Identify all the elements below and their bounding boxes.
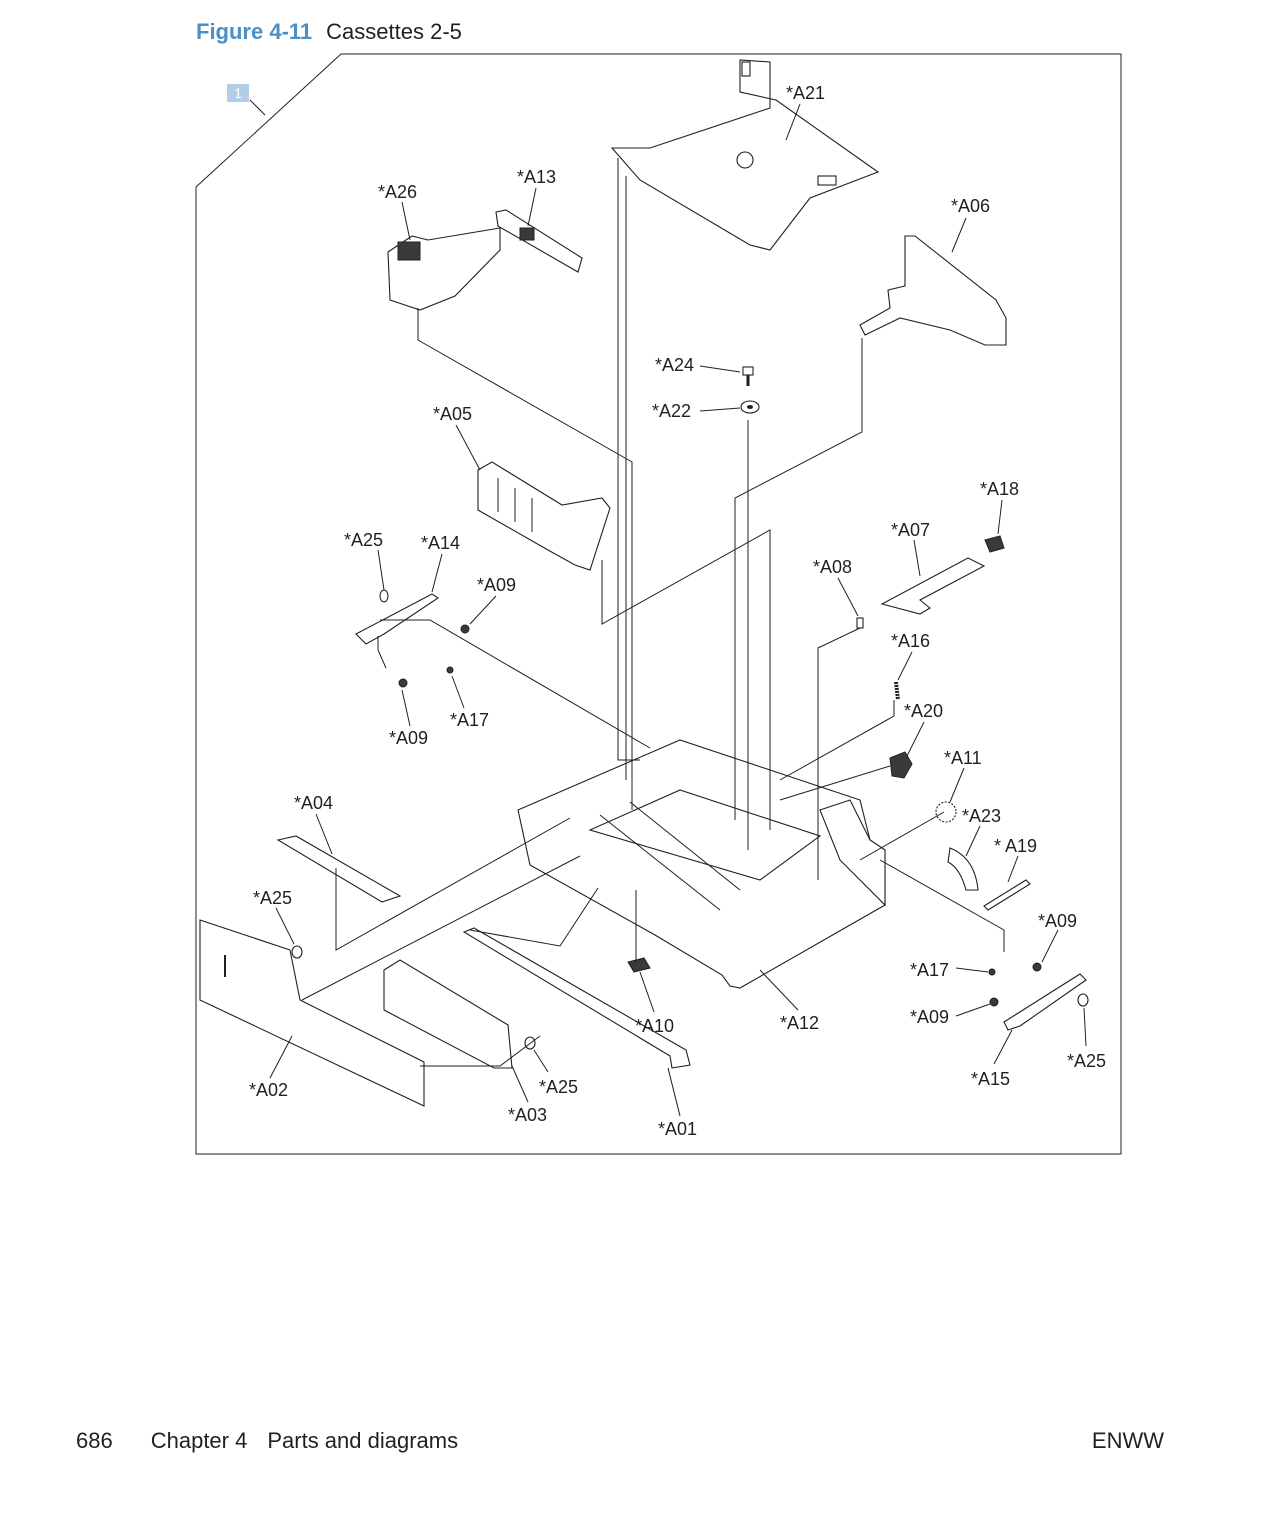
part-a04-drawing (276, 835, 402, 903)
callout-a20: *A20 (904, 701, 943, 721)
part-a23-drawing (947, 847, 979, 891)
part-a14-drawing (355, 593, 439, 645)
part-a21-hole (736, 151, 754, 169)
part-a13-chip (519, 227, 535, 241)
callout-a07: *A07 (891, 520, 930, 540)
part-a09-right-upper-drawing (1032, 962, 1042, 972)
part-a09-upper-drawing (460, 624, 470, 634)
part-a25-left-screw (291, 945, 303, 959)
part-a09-lower-drawing (398, 678, 408, 688)
callout-a09-lower: *A09 (389, 728, 428, 748)
callout-a19: * A19 (994, 836, 1037, 856)
callout-a18: *A18 (980, 479, 1019, 499)
part-a16-spring (894, 681, 900, 701)
part-a12-side-wall (819, 799, 886, 907)
callout-a25-left: *A25 (253, 888, 292, 908)
part-a25-upper-screw (379, 589, 389, 603)
callout-a02: *A02 (249, 1080, 288, 1100)
callout-a09-upper: *A09 (477, 575, 516, 595)
part-a03-drawing (383, 959, 513, 1069)
part-a11-gear (935, 801, 957, 823)
figure-title: Cassettes 2-5 (326, 19, 462, 44)
part-a02-drawing (199, 919, 425, 1107)
callout-a12: *A12 (780, 1013, 819, 1033)
assembly-badge-number: 1 (234, 85, 242, 101)
callout-a13: *A13 (517, 167, 556, 187)
part-a19-drawing (983, 879, 1031, 911)
part-a12-drawing (517, 739, 886, 989)
callout-a16: *A16 (891, 631, 930, 651)
part-a26-drawing (387, 227, 501, 311)
callout-a04: *A04 (294, 793, 333, 813)
callout-a15: *A15 (971, 1069, 1010, 1089)
callout-a05: *A05 (433, 404, 472, 424)
part-a18-drawing (984, 535, 1005, 553)
part-a25-right-screw (1077, 993, 1089, 1007)
part-a12-rail (599, 814, 721, 911)
part-a05-drawing (477, 461, 611, 571)
callout-a03: *A03 (508, 1105, 547, 1125)
callout-a11: *A11 (944, 748, 982, 768)
page-number: 686 (76, 1428, 113, 1453)
callout-a09-right-upper: *A09 (1038, 911, 1077, 931)
callout-a21: *A21 (786, 83, 825, 103)
callout-a14: *A14 (421, 533, 460, 553)
callout-a17-left: *A17 (450, 710, 489, 730)
callout-leaders (269, 103, 1087, 1117)
callout-a25-right: *A25 (1067, 1051, 1106, 1071)
part-a13-drawing (495, 209, 583, 273)
part-a20-drawing (889, 751, 913, 779)
assembly-badge (227, 84, 249, 102)
part-a17-left-drawing (446, 666, 454, 674)
figure-heading: Figure 4-11 Cassettes 2-5 (196, 19, 462, 45)
callout-a26: *A26 (378, 182, 417, 202)
callout-a24: *A24 (655, 355, 694, 375)
callout-a06: *A06 (951, 196, 990, 216)
callout-a01: *A01 (658, 1119, 697, 1139)
callout-a10: *A10 (635, 1016, 674, 1036)
part-a26-detail (397, 241, 421, 261)
part-a12-rail2 (629, 801, 741, 891)
part-a22-hole (747, 405, 753, 409)
part-a10-drawing (627, 957, 651, 973)
part-a21-tab (741, 61, 751, 77)
part-a12-floor (588, 789, 822, 881)
part-a09-right-lower-drawing (989, 997, 999, 1007)
assembly-leader (249, 99, 266, 116)
part-a06-drawing (859, 235, 1007, 346)
callout-a25-upper: *A25 (344, 530, 383, 550)
part-a15-drawing (1003, 973, 1087, 1031)
part-a01-drawing (462, 927, 691, 1069)
footer-right: ENWW (1091, 1428, 1164, 1453)
callout-a23: *A23 (962, 806, 1001, 826)
figure-label: Figure 4-11 (196, 19, 313, 44)
callout-a09-right-lower: *A09 (910, 1007, 949, 1027)
callout-a08: *A08 (813, 557, 852, 577)
footer-chapter: Chapter 4 (150, 1428, 248, 1453)
part-a24-head (742, 366, 754, 376)
assembly-lines (301, 158, 1005, 1067)
callout-a17-right: *A17 (910, 960, 949, 980)
footer-section: Parts and diagrams (267, 1428, 459, 1453)
footer-left: 686 Chapter 4 Parts and diagrams (76, 1428, 458, 1454)
part-a07-drawing (880, 557, 986, 615)
part-a21-slot (817, 175, 837, 186)
part-a08-drawing (856, 617, 864, 629)
callout-a22: *A22 (652, 401, 691, 421)
part-a17-right-drawing (988, 968, 996, 976)
callout-a25-mid: *A25 (539, 1077, 578, 1097)
diagram-frame (195, 53, 1122, 1155)
